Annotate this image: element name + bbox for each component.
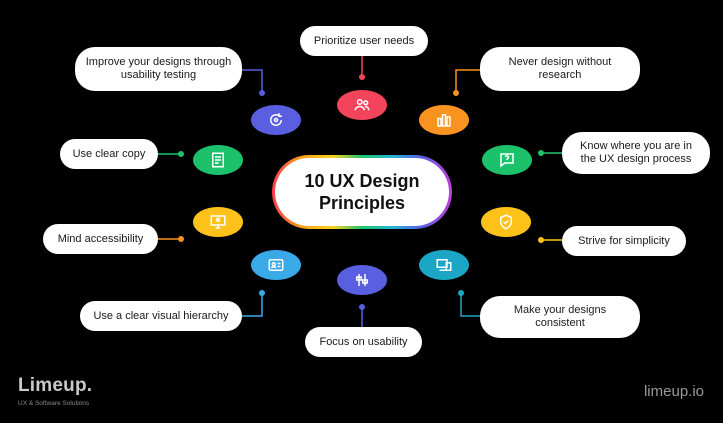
- label-improve-designs-usability-testing: Improve your designs through usability t…: [75, 47, 242, 91]
- diagram-title: 10 UX Design Principles: [272, 155, 452, 229]
- sliders-icon: [356, 274, 368, 286]
- label-know-where-you-are: Know where you are in the UX design proc…: [562, 132, 710, 174]
- brand-logo: Limeup. UX & Software Solutions: [18, 375, 92, 407]
- refresh-icon: [270, 113, 283, 126]
- monitor-icon: [210, 215, 226, 229]
- node-never-design: [419, 105, 469, 135]
- title-text: 10 UX Design Principles: [304, 171, 420, 213]
- node-focus: [337, 265, 387, 295]
- label-mind-accessibility: Mind accessibility: [43, 224, 158, 254]
- node-consistent: [419, 250, 469, 280]
- node-prioritize: [337, 90, 387, 120]
- users-icon: [354, 99, 370, 111]
- label-make-designs-consistent: Make your designs consistent: [480, 296, 640, 338]
- label-use-clear-copy: Use clear copy: [60, 139, 158, 169]
- node-hierarchy: [251, 250, 301, 280]
- node-strive: [481, 207, 531, 237]
- node-clear-copy: [193, 145, 243, 175]
- label-focus-on-usability: Focus on usability: [305, 327, 422, 357]
- document-icon: [212, 152, 224, 168]
- bar-chart-icon: [437, 114, 451, 127]
- devices-icon: [436, 259, 452, 271]
- id-card-icon: [268, 259, 284, 271]
- label-prioritize-user-needs: Prioritize user needs: [300, 26, 428, 56]
- site-url: limeup.io: [643, 383, 704, 400]
- node-accessibility: [193, 207, 243, 237]
- help-chat-icon: [500, 153, 514, 168]
- brand-name: Limeup.: [18, 375, 93, 396]
- node-improve: [251, 105, 301, 135]
- node-know-where: [482, 145, 532, 175]
- label-strive-for-simplicity: Strive for simplicity: [562, 226, 686, 256]
- label-clear-visual-hierarchy: Use a clear visual hierarchy: [80, 301, 242, 331]
- shield-check-icon: [500, 214, 512, 230]
- label-never-design-without-research: Never design without research: [480, 47, 640, 91]
- brand-tagline: UX & Software Solutions: [18, 400, 90, 407]
